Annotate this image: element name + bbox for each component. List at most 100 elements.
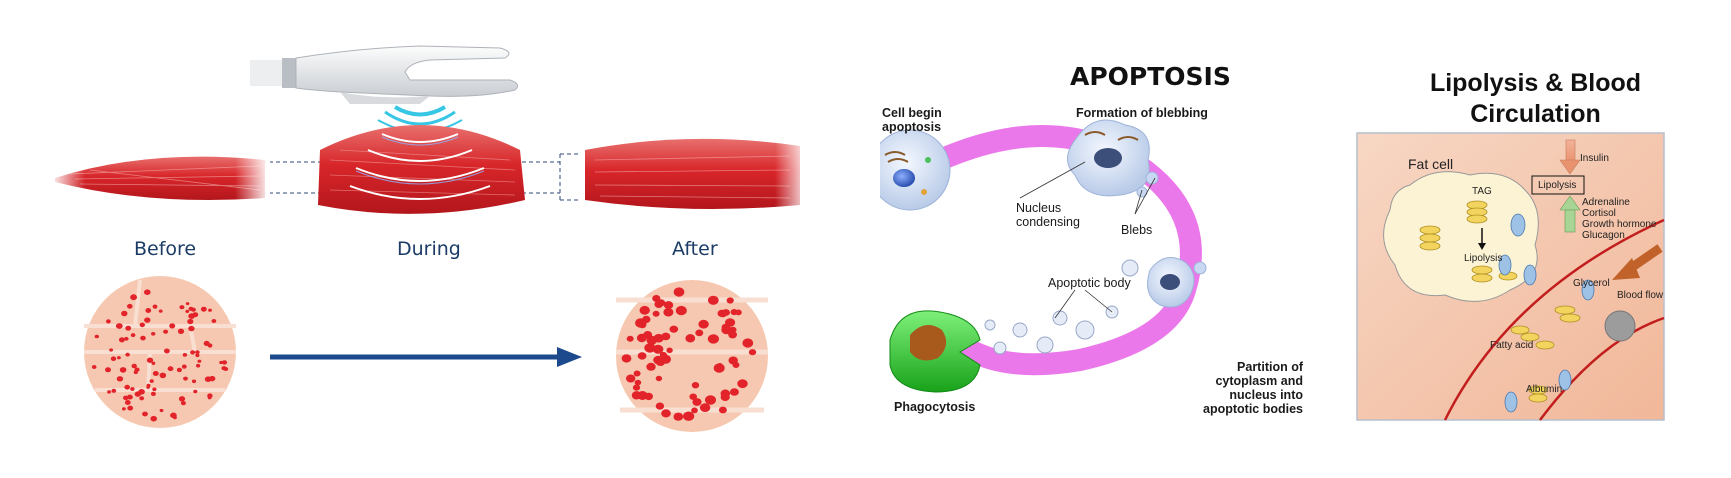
handpiece-device	[250, 45, 519, 104]
fat-dot	[707, 334, 720, 344]
fat-dot	[742, 338, 754, 348]
fat-dot	[130, 333, 136, 338]
fat-dot	[150, 391, 156, 396]
fat-dot	[179, 305, 185, 310]
fat-dot	[692, 398, 702, 406]
label-fatty-acid: Fatty acid	[1490, 340, 1534, 351]
fat-dot	[191, 379, 197, 384]
fat-dot	[169, 323, 176, 329]
muscle-before	[50, 140, 270, 210]
fat-dot	[190, 307, 196, 312]
fat-dot	[207, 393, 213, 399]
fat-dot	[726, 297, 734, 304]
fat-dot	[110, 356, 117, 362]
fat-dot	[124, 400, 131, 405]
fat-dot	[116, 376, 124, 382]
fat-dot	[208, 308, 212, 312]
apoptotic-bodies	[984, 259, 1139, 355]
fat-dot	[159, 372, 167, 379]
fat-dot	[115, 323, 123, 329]
fat-cell-outline	[1383, 171, 1539, 302]
label-nucleus-2: condensing	[1016, 215, 1080, 229]
fat-dot	[685, 334, 696, 343]
fat-dot	[683, 411, 695, 421]
fat-dot	[632, 384, 641, 391]
label-fat-cell: Fat cell	[1408, 156, 1454, 172]
fat-dot	[109, 348, 113, 352]
fat-dot	[146, 383, 151, 388]
fat-dot	[196, 363, 201, 368]
label-lipolysis-box: Lipolysis	[1538, 180, 1577, 191]
cell-blebbing	[1067, 119, 1159, 198]
fat-dot	[94, 334, 100, 339]
fat-dot	[200, 306, 207, 312]
fat-dot	[663, 301, 674, 310]
fat-dot	[647, 345, 656, 352]
fat-dot	[659, 351, 668, 359]
fat-dot	[655, 402, 665, 410]
fat-dot	[151, 332, 156, 336]
fat-dot	[111, 388, 117, 393]
fat-dot	[193, 389, 198, 394]
fat-dot	[661, 409, 671, 418]
blood-flow-arrow	[1612, 244, 1663, 280]
muscle-during	[318, 125, 525, 214]
fat-dot	[176, 367, 182, 373]
lipolysis-panel: Lipolysis & Blood Circulation	[1340, 0, 1731, 478]
stage-label-before: Before	[134, 238, 197, 260]
lipolysis-title-line2: Circulation	[1470, 100, 1601, 128]
phagocyte-cell	[889, 310, 981, 393]
fat-dot	[721, 323, 730, 331]
muscle-after	[585, 130, 810, 220]
fat-dot	[689, 393, 697, 400]
fat-dot	[621, 354, 632, 363]
fat-dot	[158, 309, 163, 313]
fat-dot	[185, 309, 190, 313]
fat-dot	[633, 370, 641, 377]
fat-dot	[139, 396, 145, 401]
fat-dot	[718, 406, 727, 414]
fat-dot	[152, 304, 158, 309]
stage-label-after: After	[672, 238, 718, 260]
fat-dot	[192, 312, 199, 318]
fat-dot	[125, 352, 130, 357]
label-partition-1: Partition of	[1237, 360, 1303, 374]
fat-dot	[197, 359, 202, 363]
cell-begin-apoptosis	[880, 129, 951, 211]
fat-dot	[124, 336, 129, 341]
fat-dot	[180, 401, 186, 406]
label-partition-2: cytoplasm and	[1215, 374, 1303, 388]
fat-dot	[646, 362, 656, 371]
fat-dot	[661, 332, 671, 341]
fat-dot	[106, 319, 111, 324]
fat-dot	[211, 319, 217, 323]
progress-arrow	[270, 347, 582, 367]
fat-dot	[669, 325, 679, 333]
fat-dot	[626, 335, 634, 342]
label-cortisol: Cortisol	[1582, 208, 1616, 219]
stage-label-during: During	[397, 238, 461, 260]
fat-dot	[121, 310, 128, 317]
label-cell-begin-2: apoptosis	[882, 120, 942, 134]
label-inner-lipolysis: Lipolysis	[1464, 253, 1503, 264]
fat-dot	[138, 389, 145, 395]
fat-dot	[748, 349, 757, 356]
fat-dot	[144, 317, 151, 323]
label-partition-4: apoptotic bodies	[1203, 402, 1303, 416]
fat-dot	[122, 407, 126, 411]
fat-dot	[646, 335, 658, 345]
cell-partition	[1147, 257, 1207, 308]
label-phagocytosis: Phagocytosis	[894, 400, 976, 414]
fat-dot	[140, 335, 146, 341]
fat-dot	[149, 379, 154, 383]
label-apoptotic-body: Apoptotic body	[1048, 276, 1131, 290]
label-glucagon: Glucagon	[1582, 230, 1625, 241]
fat-dot	[124, 384, 130, 390]
fat-dot	[737, 379, 748, 389]
fat-dot	[654, 300, 664, 309]
tag-droplets	[1419, 200, 1581, 403]
label-pointers	[1019, 161, 1156, 319]
fat-dot	[182, 353, 188, 357]
fat-dot	[728, 331, 737, 339]
fat-dot	[152, 387, 157, 392]
